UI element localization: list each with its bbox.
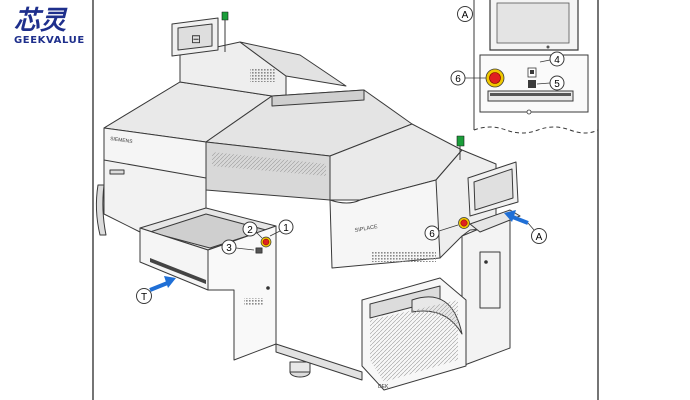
- logo-mark-icon: 芯灵: [14, 5, 68, 34]
- callout-4: 4: [554, 55, 560, 66]
- geekvalue-logo: 芯灵 GEEKVALUE: [8, 4, 98, 50]
- inset-cut-line: [473, 126, 599, 134]
- callout-3: 3: [226, 243, 232, 254]
- callout-6-inset-circle: [450, 70, 466, 86]
- callout-1-circle: [278, 219, 294, 235]
- rear-signal-beacon: [221, 11, 229, 21]
- rear-vent-grille: [250, 68, 276, 82]
- callout-6-inset: 6: [455, 74, 461, 85]
- arrow-to-console-head: [504, 210, 516, 222]
- inset-tag-circle: [457, 6, 473, 22]
- svg-text:⊟: ⊟: [191, 32, 201, 46]
- logo-wordmark: GEEKVALUE: [14, 35, 85, 46]
- callout-2: 2: [247, 225, 253, 236]
- arrow-to-loader-head: [164, 276, 176, 288]
- right-emergency-stop-button: [460, 219, 468, 227]
- loader-key-switch: [255, 247, 263, 254]
- left-hood-brand-label: SIEMENS: [110, 136, 134, 145]
- inset-tag: A: [462, 10, 469, 21]
- right-signal-beacon: [456, 135, 465, 147]
- front-tag: T: [141, 292, 147, 303]
- callout-6-machine-circle: [424, 225, 440, 241]
- placement-machine: SIEMENS ⊟ SIPLACE: [95, 11, 521, 391]
- right-console-base: [461, 215, 511, 367]
- trolley-label: DEK: [378, 384, 389, 390]
- left-side-wheel: [95, 184, 107, 236]
- inset-emergency-stop-button: [489, 72, 501, 84]
- loader-emergency-stop-button: [262, 238, 270, 246]
- logo-mark-text: 芯灵: [14, 5, 68, 34]
- front-tag-circle: [136, 288, 152, 304]
- model-badge: SIPLACE: [354, 224, 378, 234]
- inset-detail: A 4 5 6: [450, 0, 599, 134]
- side-tag-circle: [531, 228, 547, 244]
- callout-6-machine: 6: [429, 229, 435, 240]
- callout-5: 5: [554, 79, 560, 90]
- machine-callouts: 1 2 3 6 A T: [136, 210, 547, 304]
- callout-3-circle: [221, 239, 237, 255]
- inset-monitor-screen: [496, 2, 570, 44]
- inset-reset-button: [528, 80, 536, 88]
- callout-4-circle: [549, 51, 565, 67]
- callout-1: 1: [283, 223, 289, 234]
- callout-2-circle: [242, 221, 258, 237]
- callout-5-circle: [549, 75, 565, 91]
- console-monitor-screen: [473, 168, 514, 211]
- side-tag: A: [536, 232, 543, 243]
- loader-cabinet: [207, 225, 277, 361]
